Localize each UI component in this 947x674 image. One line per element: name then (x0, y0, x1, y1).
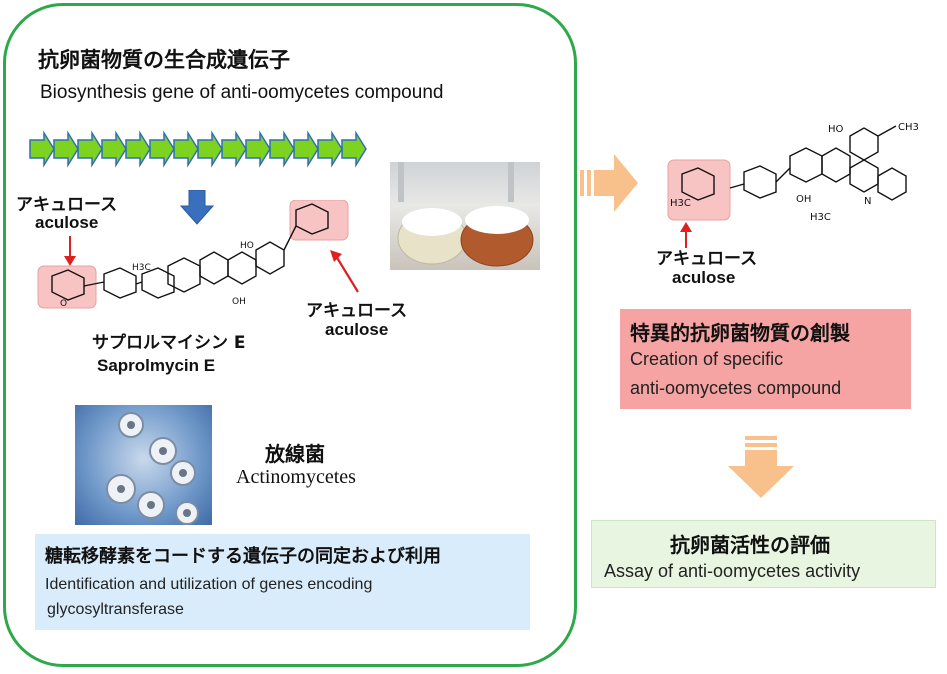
glycosyltransferase-box: 糖転移酵素をコードする遺伝子の同定および利用 Identification an… (35, 534, 530, 630)
actino-en: Actinomycetes (236, 466, 356, 488)
gene-arrow (269, 130, 295, 168)
gene-arrow (293, 130, 319, 168)
atom-o: O (60, 299, 67, 309)
glyco-title: 糖転移酵素をコードする遺伝子の同定および利用 (45, 546, 441, 567)
gene-arrow (101, 130, 127, 168)
gene-cluster (29, 130, 367, 168)
creation-box: 特異的抗卵菌物質の創製 Creation of specific anti-oo… (620, 309, 911, 409)
atom-h3c: H3C (132, 263, 151, 273)
saprolmycin-jp: サプロルマイシン E (92, 333, 246, 353)
red-arrow-up (680, 222, 692, 248)
atom-n: N (864, 196, 871, 207)
saprolmycin-structure: O OH HO H3C (37, 200, 349, 309)
atom-oh: OH (232, 297, 246, 307)
left-panel (3, 3, 577, 667)
gene-arrow (149, 130, 175, 168)
atom-ch3-top: CH3 (898, 122, 919, 133)
orange-right-arrow (580, 154, 638, 212)
red-arrow-left (64, 236, 76, 266)
aculose-label-jp-compound: アキュロース (656, 249, 758, 269)
aculose-label-en-compound: aculose (672, 268, 736, 287)
left-title-en: Biosynthesis gene of anti-oomycetes comp… (40, 82, 444, 103)
creation-line2: anti-oomycetes compound (630, 378, 842, 398)
gene-arrow (317, 130, 343, 168)
aculose-label-jp-right: アキュロース (306, 301, 408, 321)
gene-arrow (29, 130, 55, 168)
flask-photo (390, 162, 540, 270)
atom-ho: HO (240, 241, 254, 251)
gene-arrow (53, 130, 79, 168)
atom-h3c-left: H3C (670, 198, 691, 209)
glyco-line1: Identification and utilization of genes … (45, 576, 373, 593)
glyco-line2: glycosyltransferase (47, 601, 184, 618)
gene-arrow (77, 130, 103, 168)
gene-arrow (341, 130, 367, 168)
creation-line1: Creation of specific (630, 349, 784, 369)
assay-line: Assay of anti-oomycetes activity (604, 561, 861, 581)
aculose-label-en-right: aculose (325, 320, 389, 339)
aculose-label-jp-left: アキュロース (16, 195, 118, 215)
atom-ho-top: HO (828, 124, 844, 135)
red-arrow-right (330, 250, 359, 293)
orange-down-arrow (728, 436, 794, 498)
blue-down-arrow (180, 190, 214, 225)
actinomycetes-photo (75, 405, 212, 525)
creation-title: 特異的抗卵菌物質の創製 (630, 321, 850, 345)
gene-arrow (197, 130, 223, 168)
assay-box: 抗卵菌活性の評価 Assay of anti-oomycetes activit… (591, 520, 936, 588)
atom-oh-bottom: OH (796, 194, 811, 205)
gene-arrow (245, 130, 271, 168)
actino-jp: 放線菌 (265, 442, 325, 466)
specific-compound-structure: HO CH3 H3C OH N H3C (667, 122, 919, 223)
gene-arrow (125, 130, 151, 168)
saprolmycin-en: Saprolmycin E (97, 356, 216, 375)
gene-arrow (221, 130, 247, 168)
gene-arrow (173, 130, 199, 168)
aculose-label-en-left: aculose (35, 213, 99, 232)
left-title-jp: 抗卵菌物質の生合成遺伝子 (38, 48, 290, 72)
assay-title: 抗卵菌活性の評価 (670, 533, 830, 557)
atom-h3c-bottom: H3C (810, 212, 831, 223)
